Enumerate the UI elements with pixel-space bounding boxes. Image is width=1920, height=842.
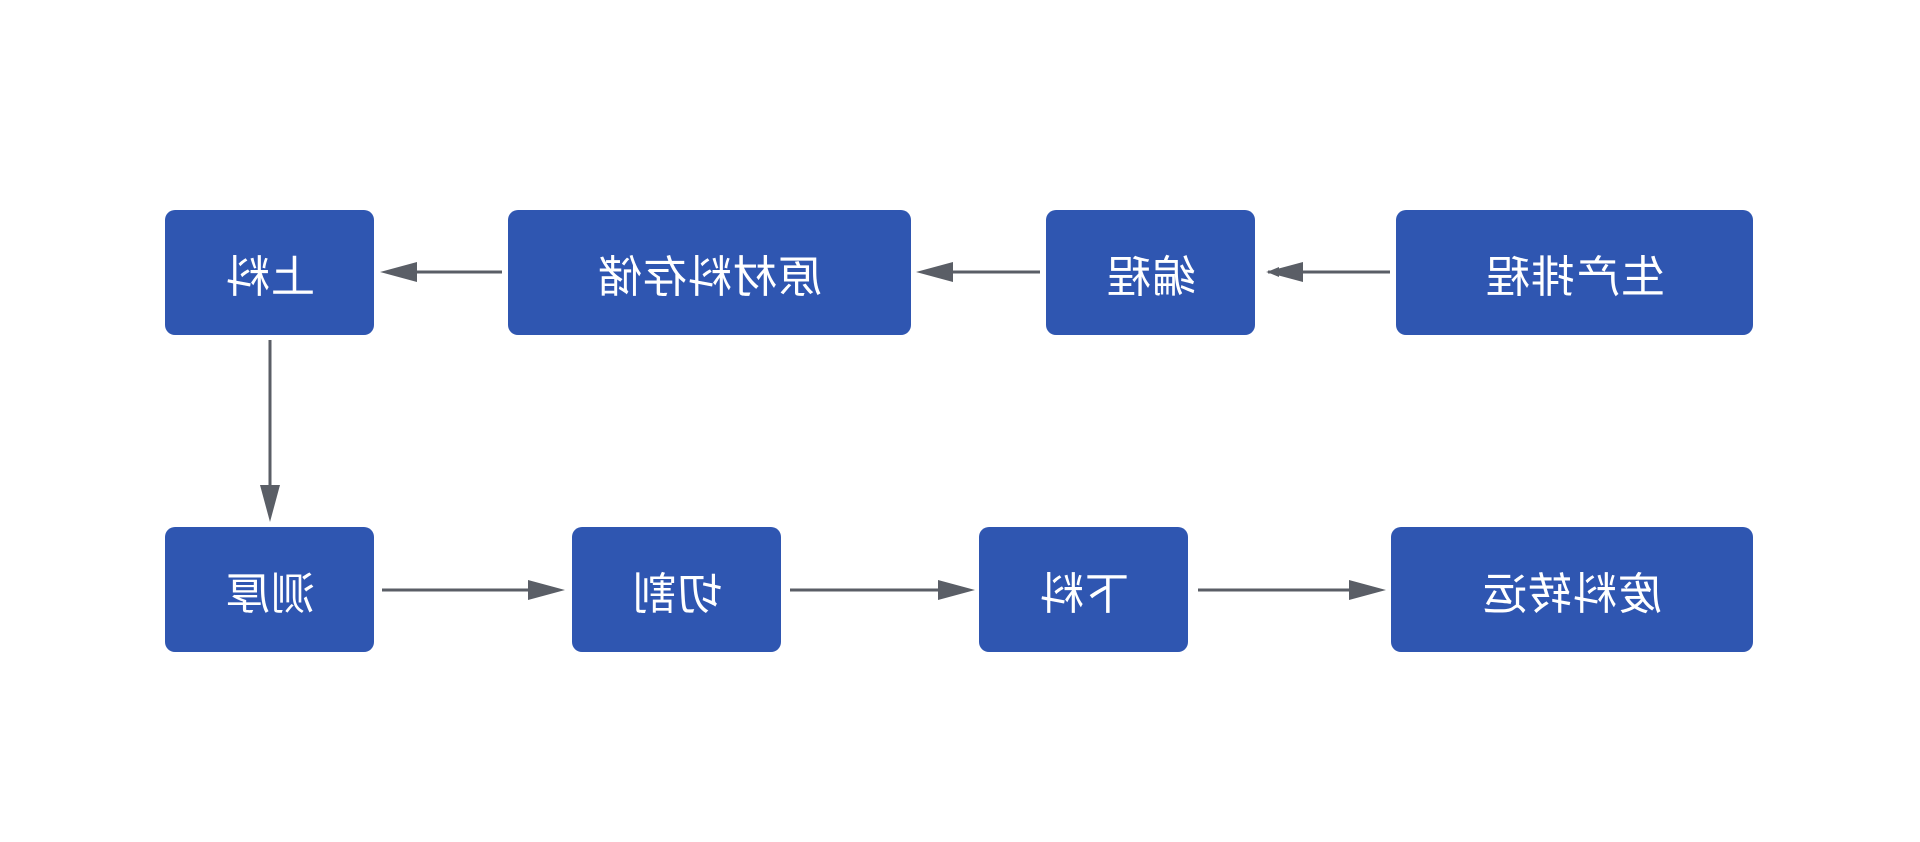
node-label: 废料转运 <box>1482 568 1662 620</box>
node-loading: 上料 <box>165 210 374 335</box>
node-programming: 编程 <box>1046 210 1255 335</box>
node-label: 生产排程 <box>1484 251 1665 303</box>
arrowhead-cutting-to-unloading <box>938 580 975 600</box>
node-label: 切割 <box>631 568 722 620</box>
node-cutting: 切割 <box>572 527 781 652</box>
node-production-scheduling: 生产排程 <box>1396 210 1753 335</box>
arrowhead-unloading-to-waste <box>1349 580 1386 600</box>
node-label: 编程 <box>1105 251 1196 303</box>
node-thickness-measurement: 测厚 <box>165 527 374 652</box>
arrowhead-scheduling-to-programming <box>1266 262 1303 282</box>
node-label: 下料 <box>1038 568 1129 620</box>
arrowhead-programming-to-storage <box>916 262 953 282</box>
node-label: 测厚 <box>224 568 315 620</box>
node-unloading: 下料 <box>979 527 1188 652</box>
node-label: 原材料存储 <box>597 251 822 303</box>
node-label: 上料 <box>224 251 315 303</box>
arrowhead-loading-to-thickness <box>260 485 280 522</box>
node-raw-material-storage: 原材料存储 <box>508 210 911 335</box>
arrowhead-thickness-to-cutting <box>528 580 565 600</box>
node-waste-transport: 废料转运 <box>1391 527 1753 652</box>
arrowhead-storage-to-loading <box>380 262 417 282</box>
